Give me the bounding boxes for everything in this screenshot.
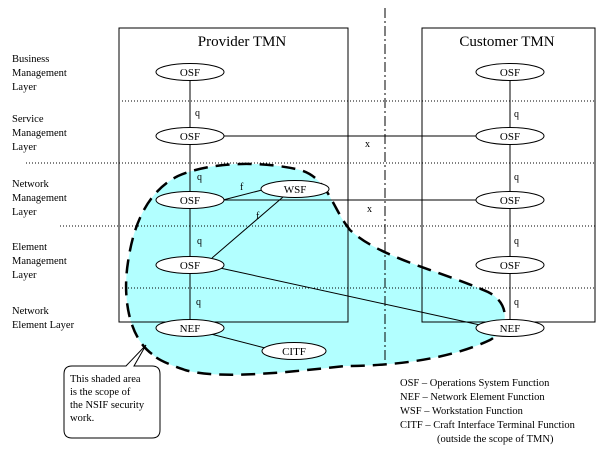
provider-tmn-title: Provider TMN	[198, 34, 287, 50]
layer-label-line: Network	[12, 179, 49, 190]
node-label: NEF	[180, 323, 201, 335]
node-label: OSF	[180, 195, 200, 207]
interface-q-label: q	[197, 236, 202, 247]
interface-x-label: x	[365, 139, 370, 150]
node-label: OSF	[500, 260, 520, 272]
interface-f-label: f	[240, 182, 244, 193]
node-osf-network-customer: OSF	[475, 191, 545, 209]
legend-item: CITF – Craft Interface Terminal Function	[400, 420, 576, 431]
node-nef-customer: NEF	[475, 319, 545, 337]
node-osf-network-provider: OSF	[155, 191, 225, 209]
layer-label-line: Network	[12, 306, 49, 317]
legend-item: (outside the scope of TMN)	[437, 434, 554, 445]
node-osf-business-provider: OSF	[155, 63, 225, 81]
node-osf-element-provider: OSF	[155, 256, 225, 274]
legend-item: OSF – Operations System Function	[400, 378, 550, 389]
interface-q-label: q	[197, 172, 202, 183]
layer-label-line: Service	[12, 114, 44, 125]
scope-callout-bubble	[63, 344, 161, 439]
interface-q-label: q	[514, 236, 519, 247]
callout-line: This shaded area	[70, 374, 141, 385]
node-osf-element-customer: OSF	[475, 256, 545, 274]
layer-label-line: Element	[12, 242, 47, 253]
node-label: OSF	[180, 131, 200, 143]
customer-tmn-title: Customer TMN	[459, 34, 554, 50]
layer-label-element: Element Management Layer	[12, 242, 69, 281]
interface-q-label: q	[196, 297, 201, 308]
node-wsf: WSF	[260, 180, 330, 198]
interface-x-label: x	[367, 204, 372, 215]
interface-q-label: q	[514, 297, 519, 308]
node-label: OSF	[180, 67, 200, 79]
node-label: OSF	[500, 67, 520, 79]
scope-callout-text: This shaded area is the scope of the NSI…	[70, 374, 147, 424]
link-nef-citf	[206, 332, 266, 349]
link-osf-element-wsf	[211, 196, 284, 259]
provider-tmn-box	[118, 27, 349, 323]
interface-q-label: q	[514, 109, 519, 120]
node-label: OSF	[500, 131, 520, 143]
callout-line: the NSIF security	[70, 400, 145, 411]
callout-line: work.	[70, 413, 94, 424]
layer-label-network: Network Management Layer	[12, 179, 69, 218]
layer-label-line: Layer	[12, 142, 37, 153]
interface-q-label: q	[514, 172, 519, 183]
link-osf-element-cnef	[219, 267, 481, 326]
legend: OSF – Operations System Function NEF – N…	[400, 378, 578, 445]
interface-f-label: f	[256, 211, 260, 222]
layer-label-line: Element Layer	[12, 320, 75, 331]
legend-item: WSF – Workstation Function	[400, 406, 524, 417]
connections	[189, 80, 511, 349]
node-osf-service-provider: OSF	[155, 127, 225, 145]
layer-label-line: Management	[12, 128, 67, 139]
layer-label-network-element: Network Element Layer	[12, 306, 75, 331]
layer-label-line: Management	[12, 68, 67, 79]
node-osf-service-customer: OSF	[475, 127, 545, 145]
layer-label-line: Management	[12, 193, 67, 204]
link-osf-wsf	[222, 189, 263, 201]
layer-label-line: Layer	[12, 82, 37, 93]
layer-label-business: Business Management Layer	[12, 54, 69, 93]
node-label: OSF	[180, 260, 200, 272]
node-label: WSF	[284, 184, 307, 196]
interface-q-label: q	[195, 108, 200, 119]
callout-line: is the scope of	[70, 387, 131, 398]
layer-label-line: Management	[12, 256, 67, 267]
legend-item: NEF – Network Element Function	[400, 392, 545, 403]
layer-label-service: Service Management Layer	[12, 114, 69, 153]
layer-label-line: Layer	[12, 207, 37, 218]
node-osf-business-customer: OSF	[475, 63, 545, 81]
node-label: OSF	[500, 195, 520, 207]
node-citf: CITF	[261, 342, 327, 360]
node-nef-provider: NEF	[155, 319, 225, 337]
layer-label-line: Business	[12, 54, 49, 65]
node-label: CITF	[282, 346, 306, 358]
layer-label-line: Layer	[12, 270, 37, 281]
node-label: NEF	[500, 323, 521, 335]
